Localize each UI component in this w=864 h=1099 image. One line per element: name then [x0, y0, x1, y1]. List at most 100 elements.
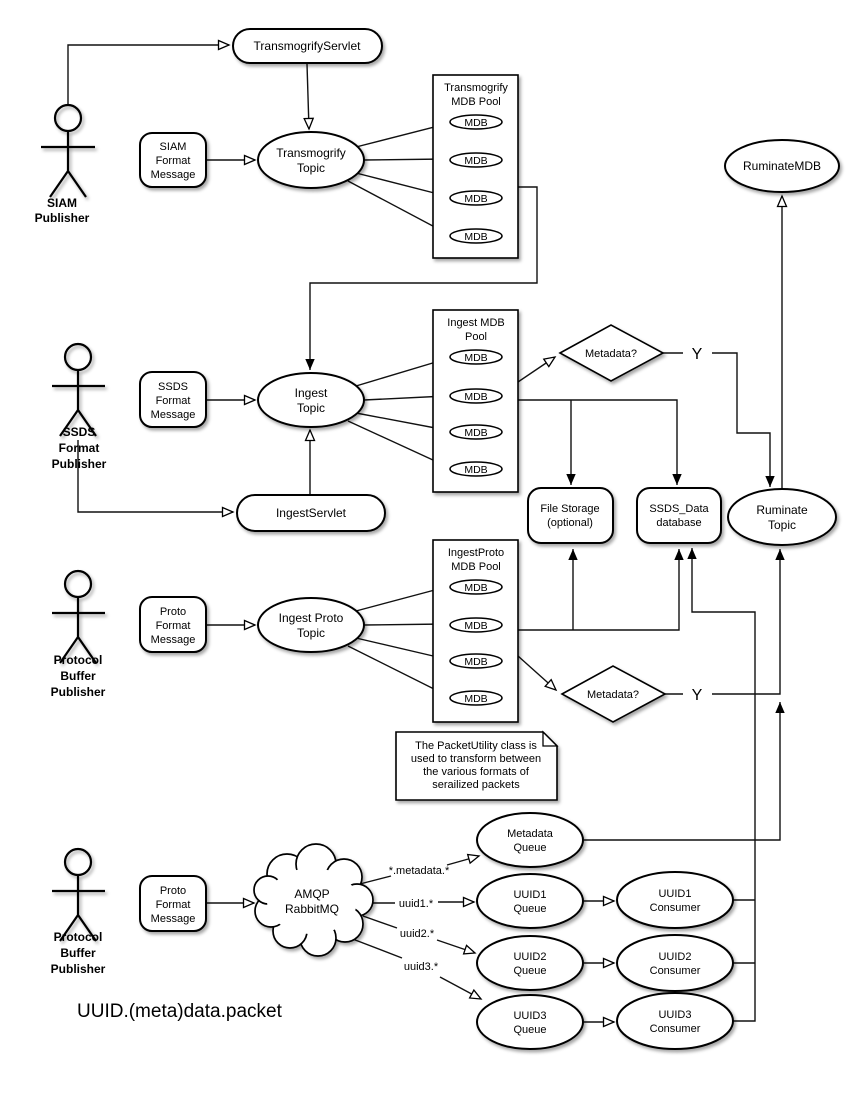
note-fold-corner: [542, 730, 559, 747]
proto-message-line3: Message: [151, 634, 196, 646]
siam-message-line1: SIAM: [160, 141, 187, 153]
transmogrify-topic-line2: Topic: [297, 161, 325, 175]
actor-ssds-label-1: SSDS: [63, 425, 96, 439]
ingest-proto-topic-node: Ingest Proto Topic: [257, 597, 365, 653]
actor-siam-publisher: [41, 103, 95, 198]
actor-ssds-publisher: [52, 342, 105, 437]
ruminate-mdb-label: RuminateMDB: [743, 159, 821, 173]
uuid3-consumer-node: UUID3 Consumer: [616, 992, 734, 1050]
actor-proto1-label-3: Publisher: [51, 685, 106, 699]
connector-y1-to-ruminate-topic-top: [712, 352, 775, 487]
metadata1-label: Metadata?: [585, 348, 637, 360]
ingest-proto-topic-line1: Ingest Proto: [279, 611, 344, 625]
actor-siam-label-2: Publisher: [35, 211, 90, 225]
uuid3-queue-line2: Queue: [513, 1024, 546, 1036]
connector-ingest-proto-topic-mdb4: [347, 645, 448, 696]
mdb-label: MDB: [464, 656, 487, 668]
connector-cloud-to-uuid3-queue-a: [349, 937, 403, 959]
ssds-data-line1: SSDS_Data: [649, 503, 709, 515]
transmogrify-topic-node: Transmogrify Topic: [257, 131, 365, 189]
ingest-topic-line1: Ingest: [295, 386, 328, 400]
actor-head: [63, 342, 93, 372]
amqp-rabbitmq-cloud: AMQP RabbitMQ: [253, 843, 374, 957]
proto-format-message-node-2: Proto Format Message: [139, 875, 207, 932]
note-line1: The PacketUtility class is: [415, 740, 537, 752]
ssds-message-line2: Format: [156, 395, 191, 407]
connector-transmogrify-topic-mdb3: [355, 172, 448, 199]
siam-message-line2: Format: [156, 155, 191, 167]
connector-cloud-to-uuid3-queue-b: [439, 976, 483, 1000]
connector-ingestproto-pool-to-ssds-data-bottom: [518, 549, 684, 631]
mdb-label: MDB: [464, 155, 487, 167]
uuid3-queue-line1: UUID3: [513, 1010, 546, 1022]
ruminate-topic-node: Ruminate Topic: [727, 488, 837, 546]
actor-proto2-label-1: Protocol: [54, 930, 103, 944]
actor-proto2-label-2: Buffer: [60, 946, 96, 960]
actor-head: [53, 103, 83, 133]
ingest-topic-line2: Topic: [297, 401, 325, 415]
proto-message-line1: Proto: [160, 606, 186, 618]
connector-transmogrify-topic-mdb4: [347, 180, 448, 234]
metadata-queue-line1: Metadata: [507, 828, 554, 840]
actor-head: [63, 847, 93, 877]
ingestproto-mdb-pool: IngestProto MDB Pool MDB MDB MDB MDB: [432, 539, 519, 723]
routing-key-uuid1: uuid1.*: [399, 898, 434, 910]
actor-body: [52, 597, 105, 664]
uuid3-consumer-line2: Consumer: [650, 1023, 701, 1035]
actor-body: [52, 875, 105, 942]
mdb-label: MDB: [464, 117, 487, 129]
file-storage-node: File Storage (optional): [527, 487, 614, 544]
pool1-title-line1: Transmogrify: [444, 82, 508, 94]
uuid2-consumer-line2: Consumer: [650, 965, 701, 977]
routing-key-caption: UUID.(meta)data.packet: [77, 1001, 283, 1022]
metadata-queue-line2: Queue: [513, 842, 546, 854]
uuid2-queue-line1: UUID2: [513, 951, 546, 963]
connector-ingest-topic-mdb3: [355, 412, 448, 434]
siam-message-line3: Message: [151, 169, 196, 181]
connector-transmogrifyservlet-to-transmogrify-topic: [303, 63, 315, 131]
mdb-label: MDB: [464, 231, 487, 243]
actor-proto2-label-3: Publisher: [51, 962, 106, 976]
transmogrify-topic-line1: Transmogrify: [276, 146, 346, 160]
connector-cloud-to-metadata-queue-b: [446, 853, 481, 866]
cloud-line2: RabbitMQ: [285, 902, 339, 916]
actor-ssds-label-3: Publisher: [52, 457, 107, 471]
transmogrify-servlet-label: TransmogrifyServlet: [254, 39, 362, 53]
ruminate-topic-line2: Topic: [768, 518, 796, 532]
uuid3-queue-node: UUID3 Queue: [476, 994, 584, 1050]
connector-cloud-to-uuid2-queue-a: [362, 915, 398, 929]
ingest-servlet-node: IngestServlet: [236, 494, 386, 532]
metadata2-label: Metadata?: [587, 689, 639, 701]
yes2-label: Y: [692, 687, 703, 704]
actor-proto1-label-2: Buffer: [60, 669, 96, 683]
uuid3-consumer-line1: UUID3: [658, 1009, 691, 1021]
mdb-label: MDB: [464, 464, 487, 476]
uuid2-queue-line2: Queue: [513, 965, 546, 977]
actor-proto1-label-1: Protocol: [54, 653, 103, 667]
metadata-queue-node: Metadata Queue: [476, 812, 584, 868]
connector-ingest-pool-to-ssds-data-top: [518, 399, 682, 485]
mdb-label: MDB: [464, 620, 487, 632]
cloud-line1: AMQP: [294, 887, 329, 901]
yes1-label: Y: [692, 346, 703, 363]
pool3-title-line2: MDB Pool: [451, 561, 501, 573]
connector-consumers-to-ssds-data-bottom: [687, 548, 756, 1022]
ssds-format-message-node: SSDS Format Message: [139, 371, 207, 428]
connector-ingest-topic-mdb4: [347, 420, 448, 467]
note-line3: the various formats of: [423, 766, 530, 778]
mdb-label: MDB: [464, 427, 487, 439]
actor-body: [52, 370, 105, 437]
actor-ssds-label-2: Format: [59, 441, 100, 455]
actor-siam-label-1: SIAM: [47, 196, 77, 210]
uuid1-queue-line2: Queue: [513, 903, 546, 915]
connector-ingest-proto-topic-mdb3: [355, 637, 448, 662]
ruminate-mdb-node: RuminateMDB: [724, 139, 840, 193]
proto2-message-line1: Proto: [160, 885, 186, 897]
connector-ssds-actor-to-ingestservlet: [77, 440, 235, 518]
uuid1-queue-node: UUID1 Queue: [476, 873, 584, 929]
siam-format-message-node: SIAM Format Message: [139, 132, 207, 188]
ingest-topic-node: Ingest Topic: [257, 372, 365, 428]
proto-message-line2: Format: [156, 620, 191, 632]
